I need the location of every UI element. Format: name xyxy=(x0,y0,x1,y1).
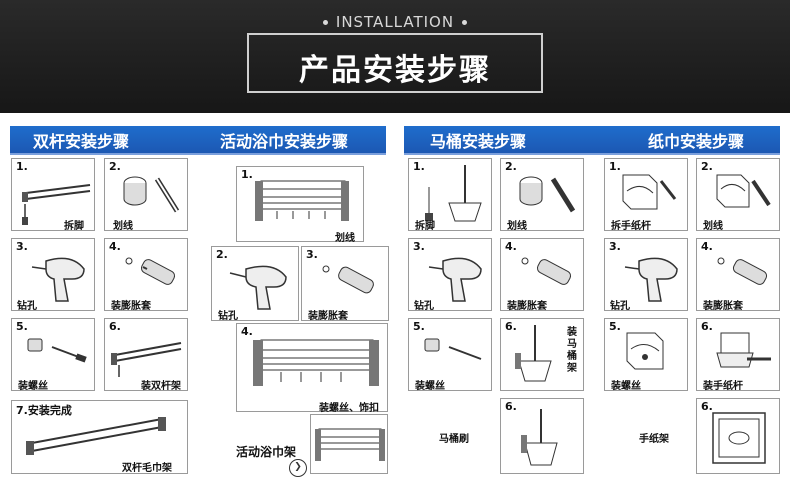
section-title-towel-rack: 活动浴巾安装步骤 xyxy=(220,128,348,152)
section-bar-right: 马桶安装步骤 纸巾安装步骤 xyxy=(404,126,780,155)
paper-holder-step-6: 6. 装手纸杆 xyxy=(696,318,780,391)
towel-rack-step-2: 2. 钻孔 xyxy=(211,246,299,321)
toilet-brush-step-2: 2. 划线 xyxy=(500,158,584,231)
double-bar-step-3: 3. 钻孔 xyxy=(11,238,95,311)
step-label: 装马桶架 xyxy=(567,327,579,375)
paper-holder-step-3: 3. 钻孔 xyxy=(604,238,688,311)
page-title: 产品安装步骤 xyxy=(249,45,541,89)
step-label: 装螺丝 xyxy=(18,377,48,392)
arrow-right-icon: ❯ xyxy=(289,459,307,477)
step-label: 划线 xyxy=(703,217,723,232)
double-bar-step-1: 1. 拆脚 xyxy=(11,158,95,231)
section-title-toilet-brush: 马桶安装步骤 xyxy=(430,128,526,152)
step-label: 钻孔 xyxy=(414,297,434,312)
step-label: 双杆毛巾架 xyxy=(122,459,172,474)
paper-holder-final-label: 手纸架 xyxy=(639,430,669,445)
paper-holder-step-2: 2. 划线 xyxy=(696,158,780,231)
step-label: 拆脚 xyxy=(64,217,84,232)
towel-rack-step-3: 3. 装膨胀套 xyxy=(301,246,389,321)
step-label: 拆手纸杆 xyxy=(611,217,651,232)
finished-toilet-brush-icon xyxy=(501,399,585,475)
step-label: 装膨胀套 xyxy=(308,307,348,322)
towel-rack-step-1: 1. 划线 xyxy=(236,166,364,242)
paper-holder-step-4: 4. 装膨胀套 xyxy=(696,238,780,311)
section-title-paper-holder: 纸巾安装步骤 xyxy=(648,128,744,152)
paper-holder-step-1: 1. 拆手纸杆 xyxy=(604,158,688,231)
toilet-brush-step-1: 1. 拆脚 xyxy=(408,158,492,231)
section-title-double-bar: 双杆安装步骤 xyxy=(33,128,129,152)
step-label: 装螺丝 xyxy=(415,377,445,392)
step-label: 装手纸杆 xyxy=(703,377,743,392)
toilet-brush-step-5: 5. 装螺丝 xyxy=(408,318,492,391)
dot-icon xyxy=(323,20,328,25)
toilet-brush-step-4: 4. 装膨胀套 xyxy=(500,238,584,311)
toilet-brush-final-label: 马桶刷 xyxy=(439,430,469,445)
step-label: 钻孔 xyxy=(17,297,37,312)
subtitle-text: INSTALLATION xyxy=(336,13,454,31)
double-bar-step-6: 6. 装双杆架 xyxy=(104,318,188,391)
paper-holder-step-7: 6. xyxy=(696,398,780,474)
double-bar-step-2: 2. 划线 xyxy=(104,158,188,231)
paper-holder-step-5: 5. 装螺丝 xyxy=(604,318,688,391)
title-frame: 产品安装步骤 xyxy=(247,33,543,93)
toilet-brush-step-6: 6. 装马桶架 xyxy=(500,318,584,391)
towel-rack-finished xyxy=(310,414,388,474)
step-label: 装膨胀套 xyxy=(703,297,743,312)
double-bar-step-5: 5. 装螺丝 xyxy=(11,318,95,391)
header-subtitle: INSTALLATION xyxy=(0,13,790,31)
dot-icon xyxy=(462,20,467,25)
double-bar-step-4: 4. 装膨胀套 xyxy=(104,238,188,311)
step-label: 装膨胀套 xyxy=(111,297,151,312)
tissue-box-icon xyxy=(697,399,781,475)
towel-rack-final-label: 活动浴巾架 xyxy=(236,443,296,460)
towel-rack-step-4: 4. 装螺丝、饰扣 xyxy=(236,323,388,412)
step-label: 划线 xyxy=(335,229,355,244)
section-bar-left: 双杆安装步骤 活动浴巾安装步骤 xyxy=(10,126,386,155)
step-label: 装膨胀套 xyxy=(507,297,547,312)
step-label: 划线 xyxy=(507,217,527,232)
header-banner: INSTALLATION 产品安装步骤 xyxy=(0,0,790,113)
step-label: 划线 xyxy=(113,217,133,232)
step-label: 钻孔 xyxy=(218,307,238,322)
step-label: 装螺丝、饰扣 xyxy=(319,399,379,414)
step-label: 装双杆架 xyxy=(141,377,181,392)
toilet-brush-step-7: 6. xyxy=(500,398,584,474)
toilet-brush-step-3: 3. 钻孔 xyxy=(408,238,492,311)
double-bar-step-7: 7.安装完成 双杆毛巾架 xyxy=(11,400,188,474)
step-label: 钻孔 xyxy=(610,297,630,312)
step-label: 装螺丝 xyxy=(611,377,641,392)
finished-towel-rack-icon xyxy=(311,415,389,475)
step-label: 拆脚 xyxy=(415,217,435,232)
